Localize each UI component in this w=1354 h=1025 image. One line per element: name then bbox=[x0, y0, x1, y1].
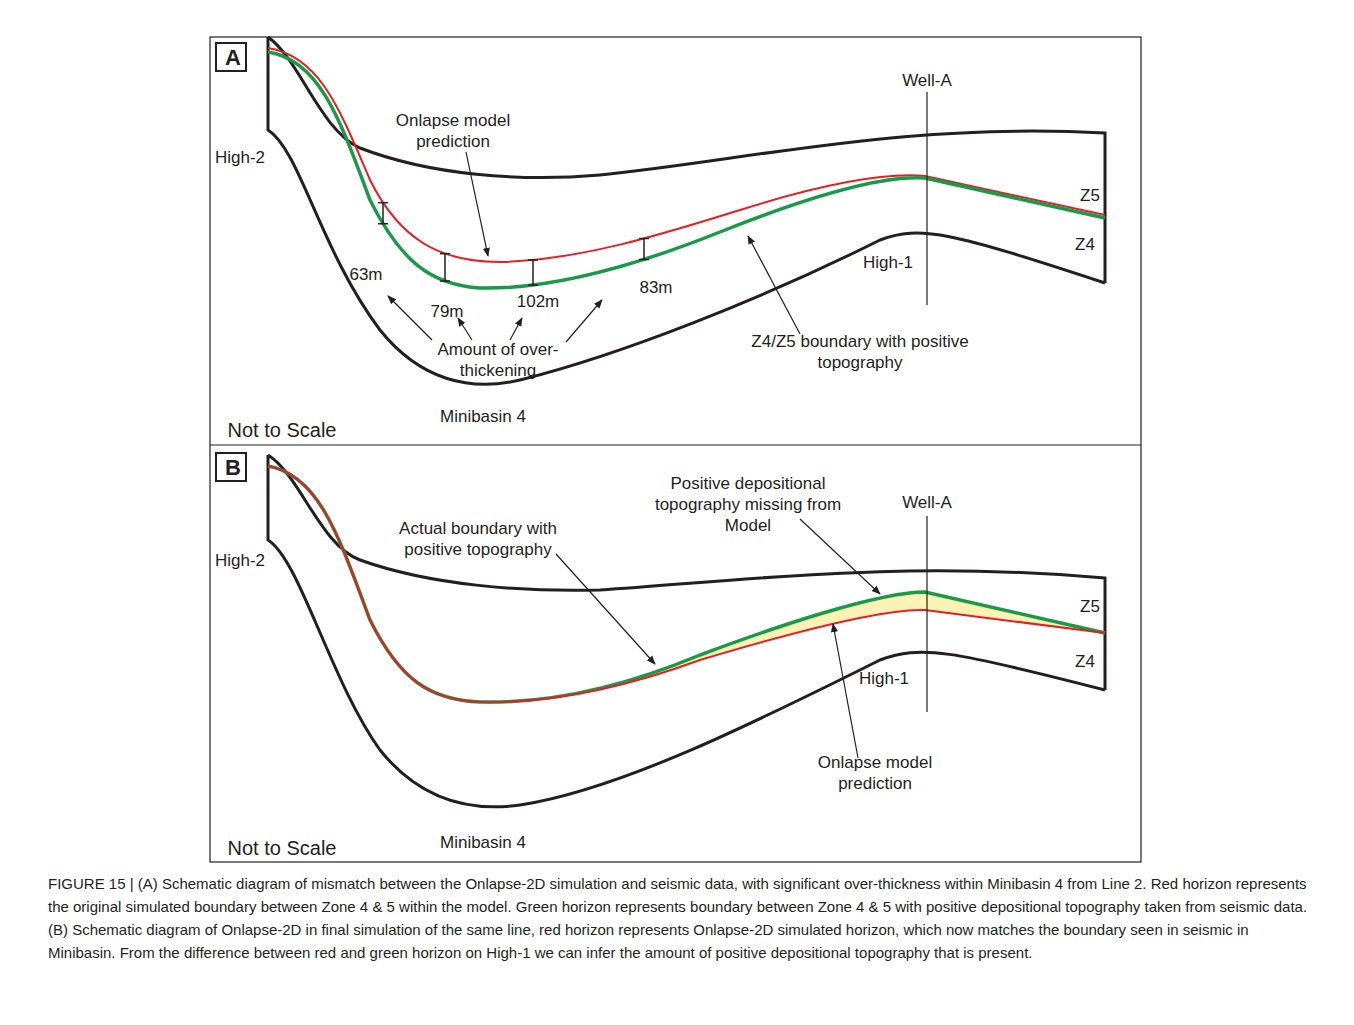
z5-top-surface bbox=[268, 455, 1105, 690]
callout-text: Actual boundary with positive topography bbox=[378, 518, 578, 560]
well-label: Well-A bbox=[902, 492, 952, 513]
leader-line bbox=[466, 152, 488, 256]
thickness-bar-cap bbox=[639, 259, 649, 261]
thickness-bar-stem bbox=[643, 239, 645, 260]
thickness-bar-cap bbox=[528, 284, 538, 286]
well-line bbox=[926, 92, 927, 305]
leader-line bbox=[566, 300, 602, 342]
well-line bbox=[926, 516, 927, 712]
thickness-bar-cap bbox=[440, 253, 450, 255]
figure-caption: FIGURE 15 | (A) Schematic diagram of mis… bbox=[48, 872, 1310, 964]
basin-label: Minibasin 4 bbox=[440, 832, 526, 853]
callout-text: Onlapse model prediction bbox=[795, 752, 955, 794]
leader-line bbox=[556, 554, 655, 664]
missing-topography-fill bbox=[650, 592, 1105, 677]
structure-label: High-1 bbox=[859, 668, 909, 689]
thickness-bar-cap bbox=[440, 280, 450, 282]
leader-line bbox=[388, 296, 432, 340]
leader-line bbox=[510, 318, 522, 340]
zone-label: Z5 bbox=[1080, 596, 1100, 617]
thickness-bar-cap bbox=[528, 259, 538, 261]
zone-label: Z4 bbox=[1075, 651, 1095, 672]
thickness-bar-cap bbox=[378, 202, 388, 204]
structure-label: High-2 bbox=[215, 147, 265, 168]
thickness-bar-stem bbox=[382, 203, 384, 224]
salt-surface bbox=[268, 37, 1105, 384]
thickness-bar bbox=[528, 260, 538, 285]
basin-label: Minibasin 4 bbox=[440, 406, 526, 427]
thickness-bar-cap bbox=[378, 223, 388, 225]
zone-label: Z5 bbox=[1080, 185, 1100, 206]
panel-letter: A bbox=[225, 46, 237, 70]
thickness-value: 79m bbox=[430, 301, 463, 322]
model-horizon bbox=[268, 466, 1105, 702]
thickness-bar bbox=[378, 203, 388, 224]
zone-label: Z4 bbox=[1075, 234, 1095, 255]
salt-surface bbox=[268, 455, 1105, 807]
thickness-value: 102m bbox=[517, 291, 560, 312]
thickness-bar bbox=[639, 239, 649, 260]
callout-text: Positive depositional topography missing… bbox=[641, 473, 856, 536]
panel-letter: B bbox=[225, 456, 237, 480]
structure-label: High-1 bbox=[863, 252, 913, 273]
leader-line bbox=[833, 624, 858, 758]
panel-letter-box: B bbox=[215, 452, 247, 482]
panel-a-section bbox=[268, 37, 1105, 384]
seismic-horizon bbox=[268, 466, 1105, 702]
callout-text: Z4/Z5 boundary with positive topography bbox=[740, 331, 980, 373]
panel-b-section bbox=[268, 455, 1105, 807]
panel-divider bbox=[210, 444, 1141, 445]
thickness-bar bbox=[440, 254, 450, 281]
thickness-bar-stem bbox=[532, 260, 534, 285]
thickness-value: 83m bbox=[639, 277, 672, 298]
leader-line bbox=[800, 519, 880, 594]
seismic-horizon bbox=[268, 52, 1105, 288]
thickness-value: 63m bbox=[349, 264, 382, 285]
callout-text: Onlapse model prediction bbox=[383, 110, 523, 152]
thickness-bar-stem bbox=[444, 254, 446, 281]
model-horizon bbox=[268, 48, 1105, 262]
leader-line bbox=[458, 318, 472, 340]
panel-letter-box: A bbox=[215, 42, 247, 72]
scale-note: Not to Scale bbox=[228, 838, 337, 859]
figure-frame bbox=[210, 37, 1141, 862]
callout-text: Amount of over-thickening bbox=[423, 339, 573, 381]
leader-line bbox=[748, 236, 800, 334]
well-label: Well-A bbox=[902, 70, 952, 91]
structure-label: High-2 bbox=[215, 550, 265, 571]
scale-note: Not to Scale bbox=[228, 420, 337, 441]
thickness-bar-cap bbox=[639, 238, 649, 240]
